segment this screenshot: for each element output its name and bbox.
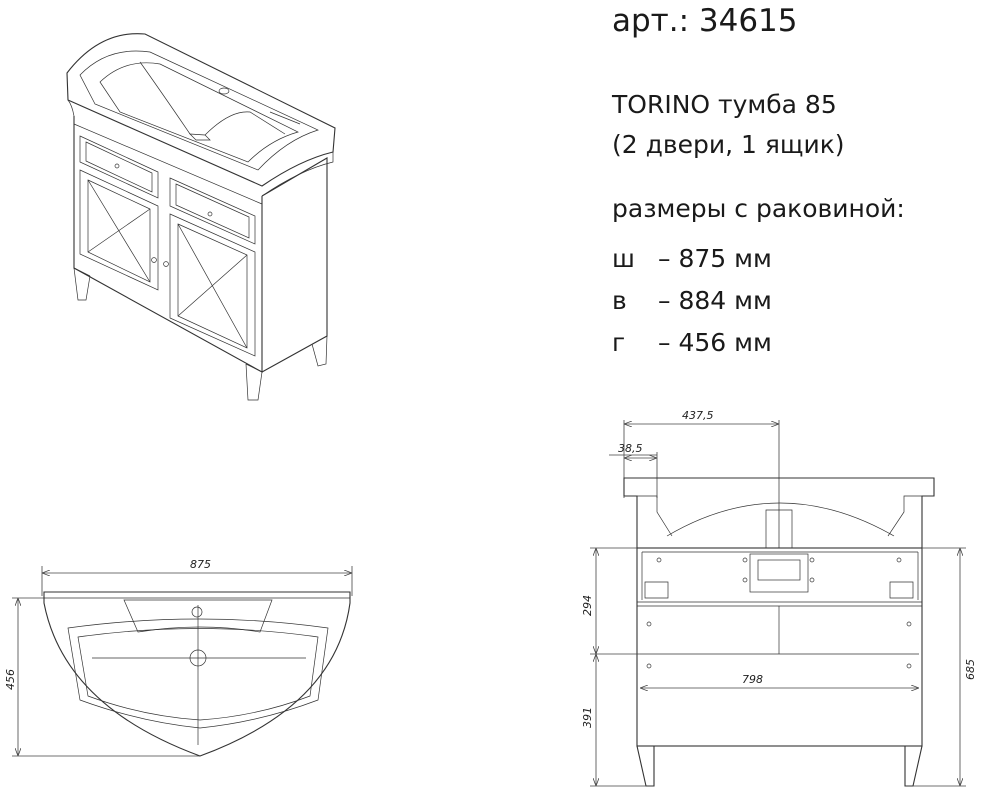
front-inner-width-label: 798 — [742, 673, 763, 686]
top-depth-label: 456 — [4, 669, 17, 690]
dimension-row-height: в – 884 мм — [612, 288, 772, 313]
front-edge-label: 38,5 — [618, 442, 643, 455]
product-title: TORINO тумба 85 — [612, 90, 837, 119]
dimension-value: – 456 мм — [658, 328, 772, 357]
top-width-label: 875 — [190, 558, 211, 571]
dimension-key: г — [612, 328, 626, 357]
front-door-height-label: 391 — [581, 707, 594, 728]
dimension-key: в — [612, 286, 627, 315]
product-subtitle: (2 двери, 1 ящик) — [612, 130, 845, 159]
article-number: арт.: 34615 — [612, 3, 798, 39]
front-view: 437,5 38,5 798 294 — [581, 409, 977, 787]
front-center-label: 437,5 — [682, 409, 714, 422]
top-view: 875 456 — [4, 558, 353, 757]
front-body-height-label: 685 — [964, 659, 977, 680]
dimension-row-depth: г – 456 мм — [612, 330, 772, 355]
dimension-value: – 875 мм — [658, 244, 772, 273]
dimension-key: ш — [612, 244, 635, 273]
isometric-view — [66, 33, 336, 401]
dimension-row-width: ш – 875 мм — [612, 246, 772, 271]
front-drawer-height-label: 294 — [581, 595, 594, 616]
dimensions-header: размеры с раковиной: — [612, 194, 905, 223]
dimension-value: – 884 мм — [658, 286, 772, 315]
